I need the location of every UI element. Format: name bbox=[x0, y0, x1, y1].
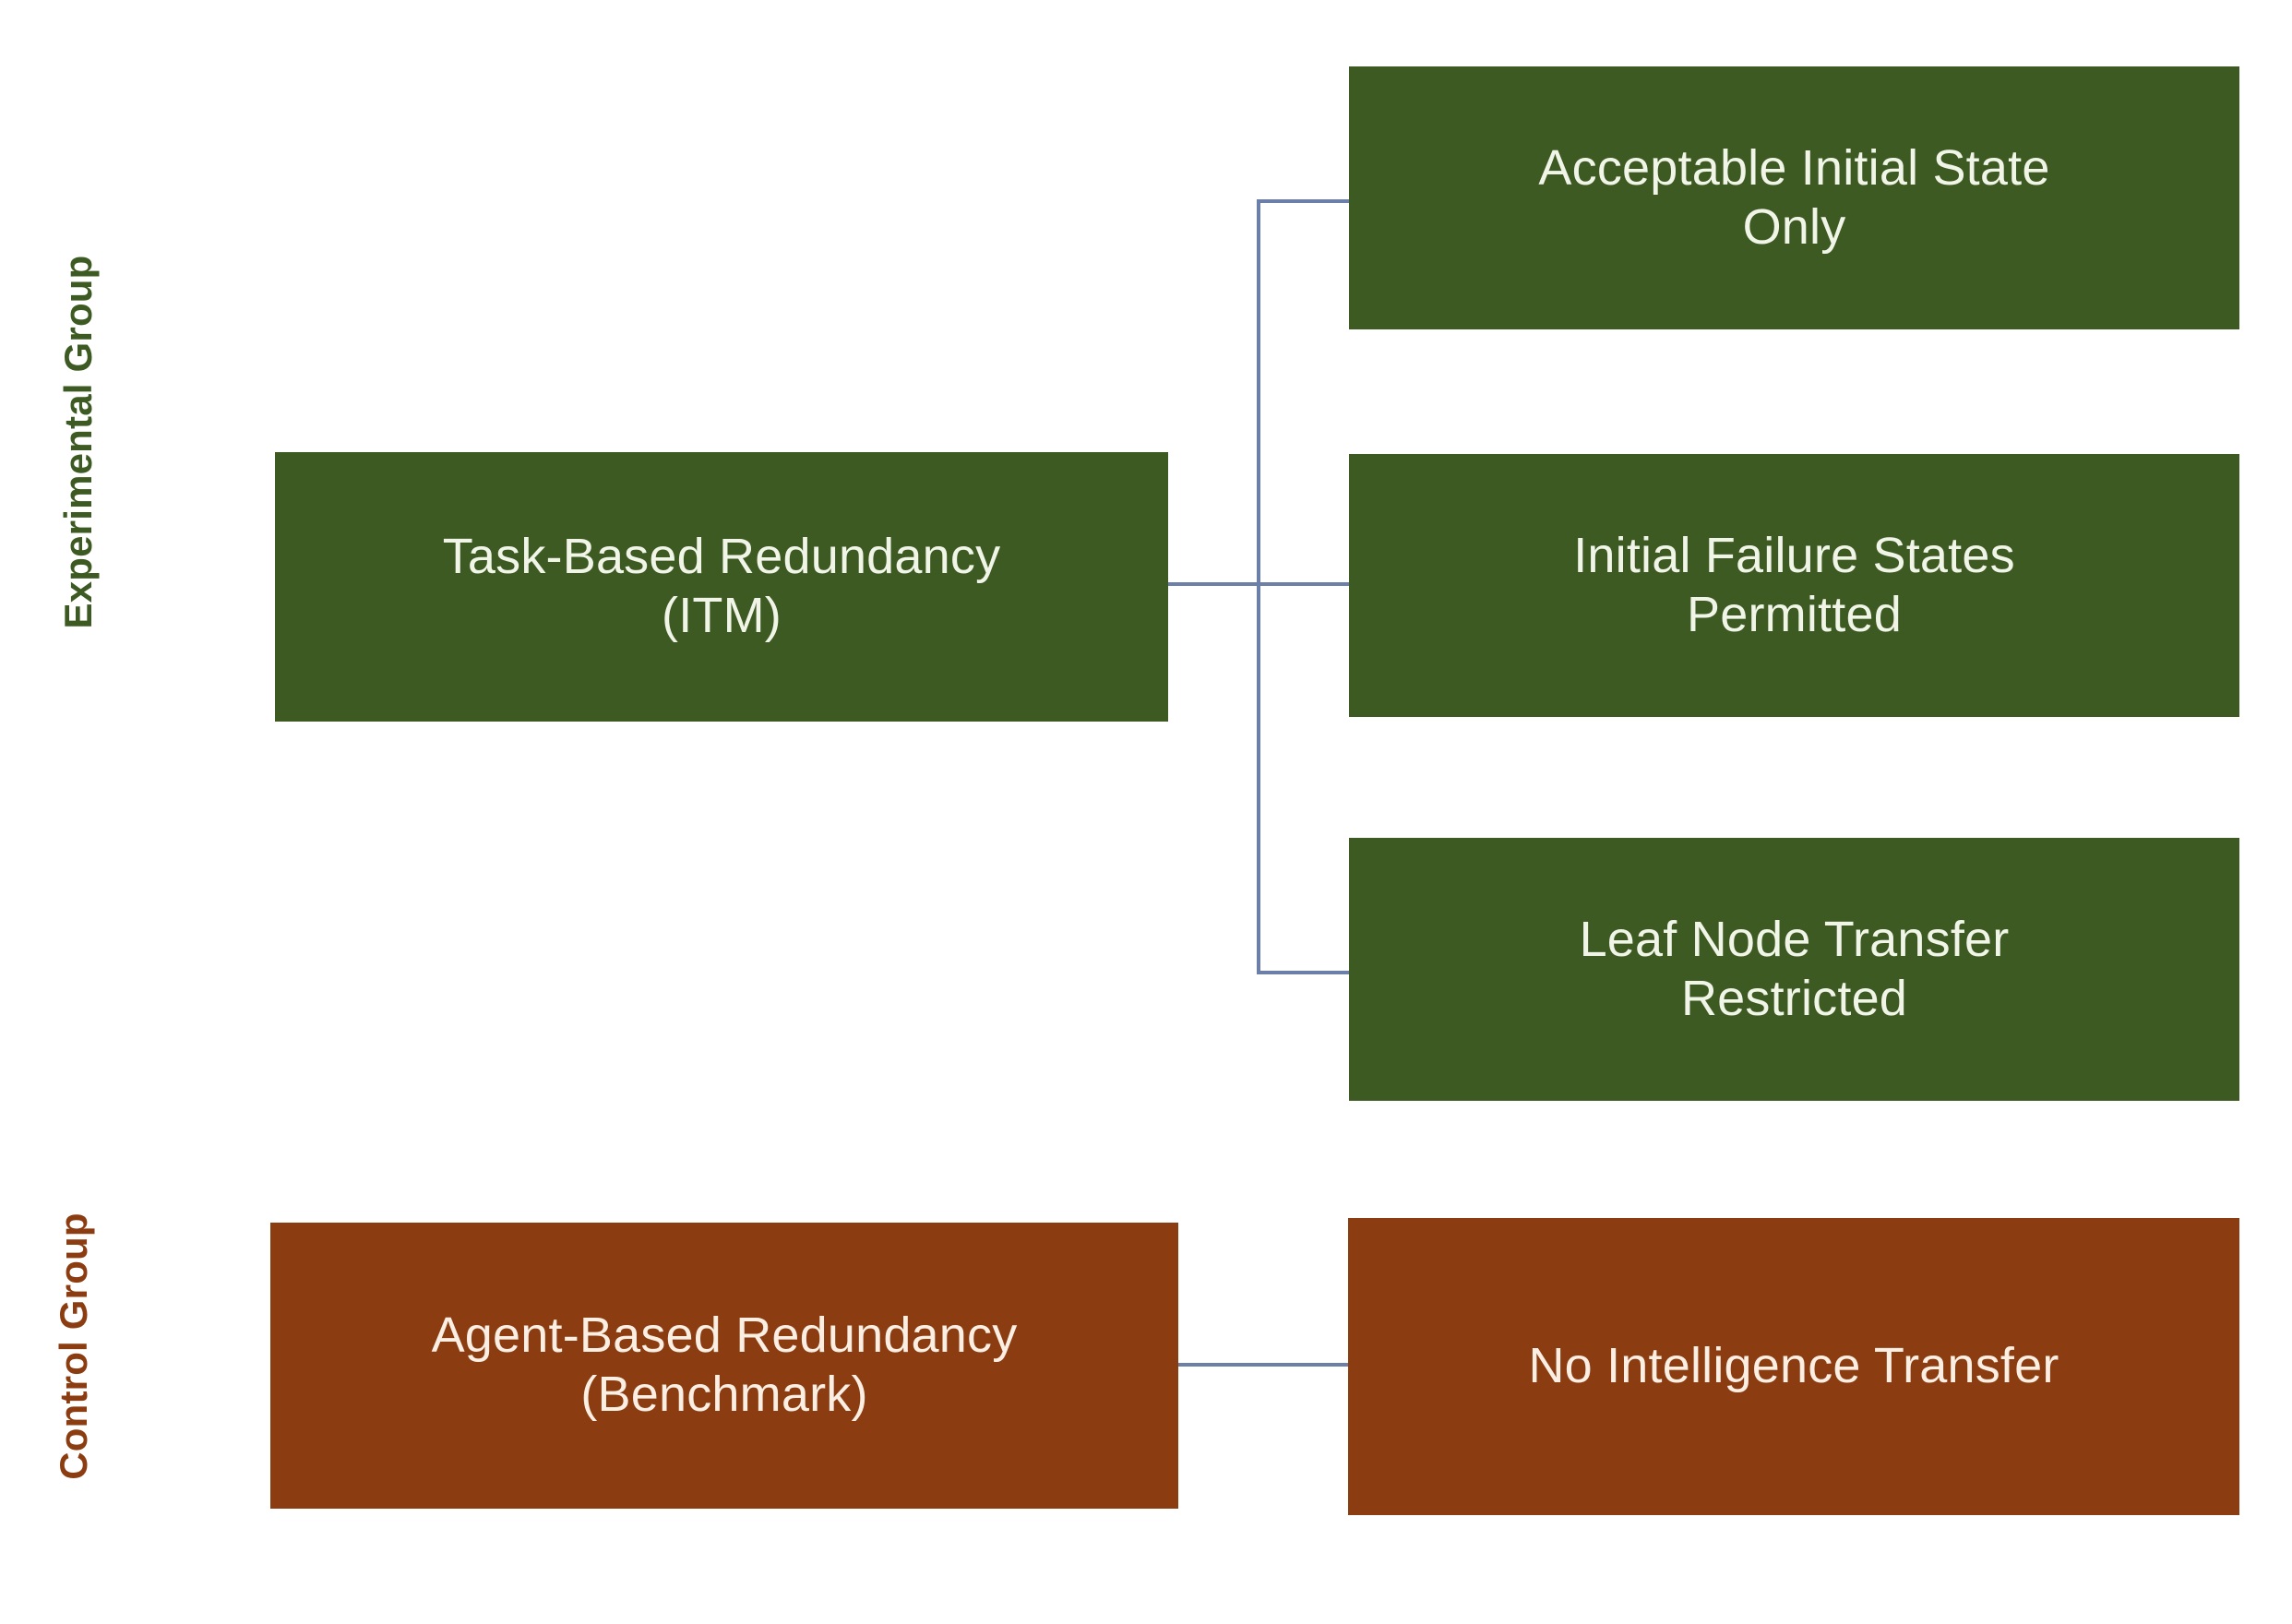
node-leaf-node-transfer-restricted-line1: Leaf Node Transfer bbox=[1579, 911, 2010, 967]
connector-branch-child-2 bbox=[1257, 582, 1349, 586]
connector-trunk-vertical bbox=[1257, 199, 1260, 974]
node-task-based-redundancy-line1: Task-Based Redundancy bbox=[442, 529, 1001, 585]
node-task-based-redundancy[interactable]: Task-Based Redundancy (ITM) bbox=[275, 452, 1168, 722]
group-label-experimental: Experimental Group bbox=[56, 255, 100, 629]
connector-branch-child-3 bbox=[1257, 971, 1349, 974]
connector-parent-to-trunk bbox=[1168, 582, 1260, 586]
node-acceptable-initial-state-only[interactable]: Acceptable Initial State Only bbox=[1349, 66, 2239, 329]
node-acceptable-initial-state-only-line1: Acceptable Initial State bbox=[1538, 139, 2050, 196]
connector-branch-child-1 bbox=[1257, 199, 1349, 203]
node-no-intelligence-transfer-line1: No Intelligence Transfer bbox=[1528, 1338, 2059, 1394]
connector-control-parent-to-child bbox=[1178, 1363, 1348, 1367]
node-initial-failure-states-permitted-line1: Initial Failure States bbox=[1573, 527, 2015, 583]
node-agent-based-redundancy-line2: (Benchmark) bbox=[580, 1367, 868, 1422]
node-initial-failure-states-permitted[interactable]: Initial Failure States Permitted bbox=[1349, 454, 2239, 717]
group-label-control: Control Group bbox=[52, 1212, 95, 1480]
node-agent-based-redundancy-line1: Agent-Based Redundancy bbox=[431, 1308, 1018, 1364]
node-no-intelligence-transfer[interactable]: No Intelligence Transfer bbox=[1348, 1218, 2239, 1515]
node-leaf-node-transfer-restricted-line2: Restricted bbox=[1680, 970, 1908, 1026]
node-leaf-node-transfer-restricted[interactable]: Leaf Node Transfer Restricted bbox=[1349, 838, 2239, 1101]
node-initial-failure-states-permitted-line2: Permitted bbox=[1687, 586, 1902, 642]
node-acceptable-initial-state-only-line2: Only bbox=[1742, 198, 1846, 255]
node-agent-based-redundancy[interactable]: Agent-Based Redundancy (Benchmark) bbox=[270, 1223, 1178, 1509]
node-task-based-redundancy-line2: (ITM) bbox=[662, 588, 782, 643]
